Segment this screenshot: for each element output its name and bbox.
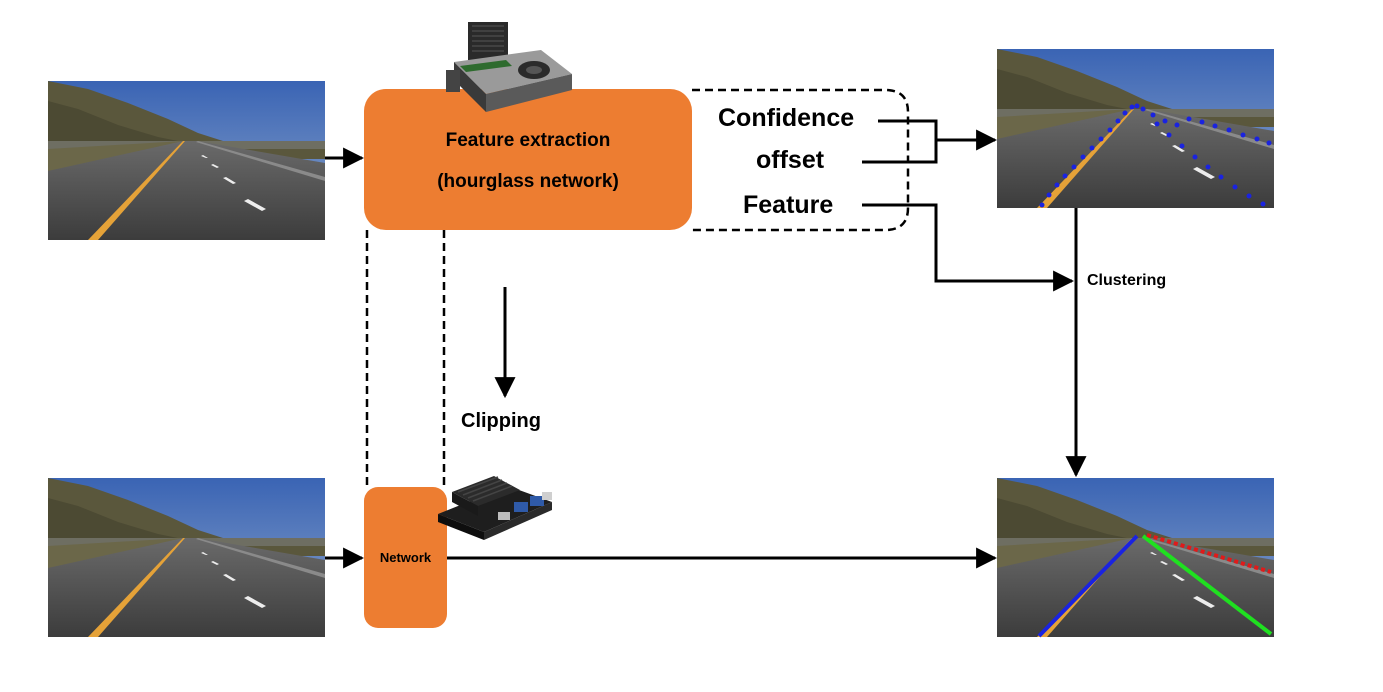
arrow-feature-clustering <box>862 203 1075 292</box>
feature-extraction-title: Feature extraction <box>445 130 611 151</box>
feature-extraction-subtitle: (hourglass network) <box>437 171 619 192</box>
output-offset-label: offset <box>756 146 825 174</box>
network-label: Network <box>379 550 432 565</box>
merge-bracket <box>862 119 938 164</box>
clustering-label: Clustering <box>1087 272 1167 289</box>
output-confidence-label: Confidence <box>718 104 855 132</box>
lane-blue <box>1037 534 1139 638</box>
output-image-points <box>997 49 1274 208</box>
feature-extraction-box <box>364 89 692 230</box>
input-image-bottom <box>48 478 325 637</box>
gpu-card-icon <box>446 22 572 112</box>
lane-green <box>1141 534 1273 636</box>
output-panel-border <box>692 88 910 232</box>
lane-red <box>1146 533 1272 574</box>
lane-points <box>1039 103 1272 208</box>
input-image-top <box>48 81 325 240</box>
network-box <box>364 487 447 628</box>
clipping-label: Clipping <box>461 410 541 432</box>
jetson-board-icon <box>438 476 552 540</box>
output-image-lanes <box>997 478 1274 638</box>
output-feature-label: Feature <box>743 191 834 219</box>
